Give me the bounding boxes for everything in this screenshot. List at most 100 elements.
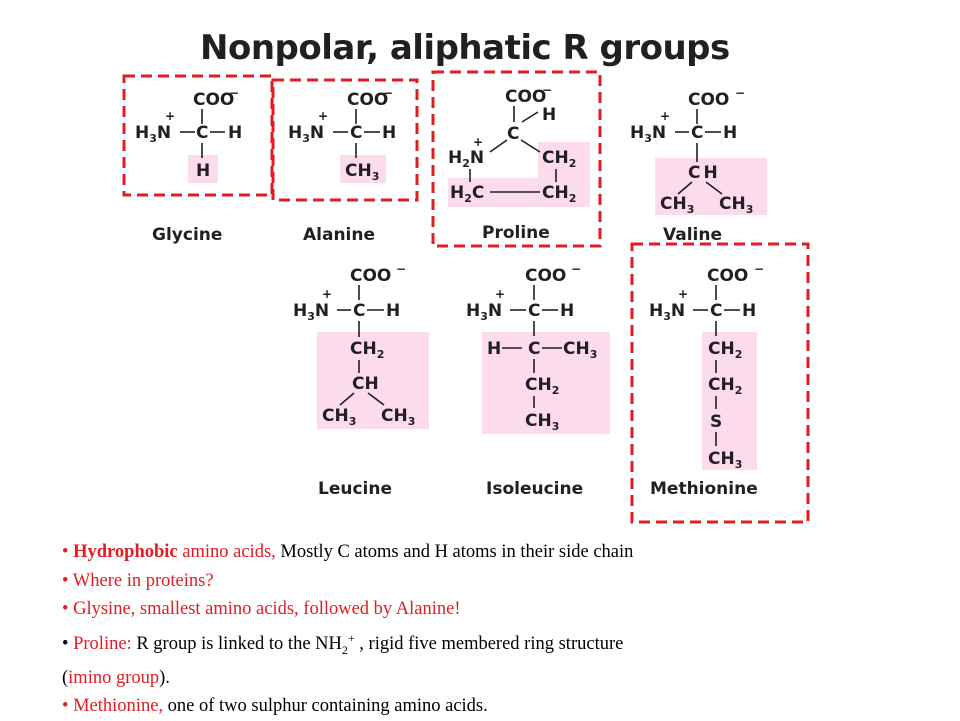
leucine-methyl-left: CH3 [322, 406, 356, 428]
valine-alpha-hydrogen: H [723, 123, 737, 143]
leucine-carboxylate: COO [350, 266, 391, 286]
note-proline: • Proline: R group is linked to the NH2+… [62, 624, 942, 664]
leucine-bond [339, 392, 355, 406]
valine-bond [705, 181, 723, 195]
glycine-dashed-outline [122, 74, 274, 197]
proline-label: Proline [482, 223, 550, 243]
valine-amino-group: H3N [630, 123, 666, 145]
glycine-alpha-carbon: C [196, 123, 208, 143]
isoleucine-alpha-hydrogen: H [560, 301, 574, 321]
methionine-ch2-first: CH2 [708, 339, 742, 361]
note-nh2-superscript: + [347, 630, 355, 645]
leucine-alpha-carbon: C [353, 301, 365, 321]
note-bullet: • [62, 696, 69, 717]
valine-methyl-right: CH3 [719, 194, 753, 216]
glycine-minus-charge: − [229, 86, 239, 100]
isoleucine-beta-carbon: C [528, 339, 540, 359]
proline-dashed-outline [431, 70, 602, 248]
leucine-ch2: CH2 [350, 339, 384, 361]
isoleucine-label: Isoleucine [486, 479, 583, 499]
note-where-in-proteins: • Where in proteins? [62, 567, 942, 596]
valine-plus-charge: + [660, 109, 670, 123]
note-bullet: • [62, 570, 69, 591]
isoleucine-ch2: CH2 [525, 375, 559, 397]
note-glycine-text: Glysine, smallest amino acids, followed … [73, 599, 461, 619]
isoleucine-structure: COO − H3N + C H H C CH3 CH2 CH3 Isoleuci… [466, 262, 610, 499]
note-nh2-subscript: 2 [341, 642, 348, 657]
note-proline-text: R group is linked to the NH [131, 633, 342, 654]
note-glycine: • Glysine, smallest amino acids, followe… [62, 595, 942, 624]
leucine-alpha-hydrogen: H [386, 301, 400, 321]
isoleucine-minus-charge: − [571, 262, 581, 276]
proline-ring-h2c: H2C [450, 183, 484, 205]
note-where-text: Where in proteins? [72, 570, 214, 591]
note-bullet: • [62, 542, 69, 562]
notes-list: • Hydrophobic amino acids, Mostly C atom… [62, 538, 942, 721]
leucine-amino-group: H3N [293, 301, 329, 323]
methionine-r-group-highlight [702, 332, 757, 470]
proline-bond [521, 111, 539, 123]
valine-carboxylate: COO [688, 90, 729, 110]
methionine-amino-group: H3N [649, 301, 685, 323]
proline-bond [520, 139, 541, 153]
glycine-alpha-hydrogen: H [228, 123, 242, 143]
proline-alpha-carbon: C [507, 124, 519, 144]
alanine-r-group-highlight [340, 155, 386, 183]
glycine-plus-charge: + [165, 109, 175, 123]
alanine-alpha-carbon: C [350, 123, 362, 143]
note-methionine: • Methionine, one of two sulphur contain… [62, 692, 942, 721]
proline-alpha-hydrogen: H [542, 105, 556, 125]
methionine-ch2-second: CH2 [708, 375, 742, 397]
note-imino: (imino group). [62, 664, 942, 693]
alanine-plus-charge: + [318, 109, 328, 123]
note-proline-term: Proline: [73, 633, 132, 654]
methionine-minus-charge: − [754, 262, 764, 276]
leucine-label: Leucine [318, 479, 392, 499]
alanine-dashed-outline [271, 78, 419, 202]
alanine-minus-charge: − [383, 86, 393, 100]
methionine-alpha-carbon: C [710, 301, 722, 321]
note-ring-text: , rigid five membered ring structure [354, 633, 624, 654]
leucine-minus-charge: − [396, 262, 406, 276]
note-paren-open: ( [62, 667, 69, 688]
note-sulphur-text: one of two sulphur containing amino acid… [163, 696, 488, 717]
isoleucine-alpha-carbon: C [528, 301, 540, 321]
note-paren-close: ). [159, 667, 170, 688]
alanine-label: Alanine [303, 225, 375, 245]
methionine-alpha-hydrogen: H [742, 301, 756, 321]
methionine-label: Methionine [650, 479, 758, 499]
glycine-carboxylate: COO [193, 90, 234, 110]
leucine-plus-charge: + [322, 287, 332, 301]
valine-label: Valine [663, 225, 722, 245]
glycine-r-group: H [196, 161, 210, 181]
proline-structure: COO − H C H2N + CH2 H2C CH2 Proline [448, 83, 590, 243]
isoleucine-carboxylate: COO [525, 266, 566, 286]
alanine-alpha-hydrogen: H [382, 123, 396, 143]
isoleucine-plus-charge: + [495, 287, 505, 301]
proline-carboxylate: COO [505, 87, 546, 107]
leucine-r-group-highlight [317, 332, 429, 429]
note-bullet: • [62, 633, 69, 654]
note-imino-term: imino group [68, 667, 160, 688]
valine-methyl-left: CH3 [660, 194, 694, 216]
methionine-plus-charge: + [678, 287, 688, 301]
isoleucine-beta-hydrogen: H [487, 339, 501, 359]
leucine-methyl-right: CH3 [381, 406, 415, 428]
valine-bond [677, 181, 693, 195]
isoleucine-methyl-end: CH3 [525, 411, 559, 433]
methionine-dashed-outline [630, 242, 810, 524]
isoleucine-r-group-highlight [482, 332, 610, 434]
note-side-chain-text: Mostly C atoms and H atoms in their side… [275, 542, 634, 562]
leucine-structure: COO − H3N + C H CH2 CH CH3 CH3 Leucine [293, 262, 429, 499]
alanine-r-group: CH3 [345, 161, 379, 183]
proline-ring-nitrogen: H2N [448, 148, 484, 170]
alanine-carboxylate: COO [347, 90, 388, 110]
proline-ring-ch2-top: CH2 [542, 148, 576, 170]
proline-plus-charge: + [473, 135, 483, 149]
proline-ring-ch2-bottom: CH2 [542, 183, 576, 205]
leucine-ch: CH [352, 374, 379, 394]
glycine-amino-group: H3N [135, 123, 171, 145]
valine-alpha-carbon: C [691, 123, 703, 143]
